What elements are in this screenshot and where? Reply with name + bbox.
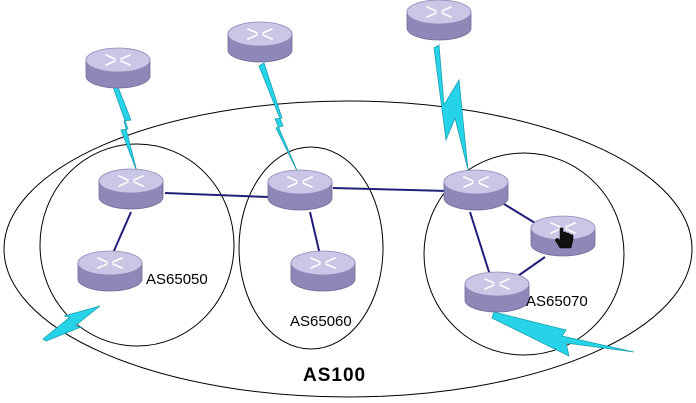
label-as65060: AS65060	[290, 313, 352, 330]
router-as65060-internal	[290, 250, 356, 292]
serial-link-as65050-lower	[42, 305, 101, 342]
as65050-boundary	[39, 143, 235, 347]
router-as65060-border	[267, 169, 333, 211]
router-external-as65070	[406, 0, 472, 41]
router-external-as65050	[85, 47, 151, 89]
link-r3-r3c	[469, 211, 491, 276]
router-external-as65060	[227, 21, 293, 63]
serial-link-as65070-external	[433, 44, 469, 171]
router-as65050-internal	[77, 250, 143, 292]
as65060-boundary	[238, 146, 384, 350]
label-as65050: AS65050	[146, 271, 208, 288]
link-r2-r2b	[309, 211, 321, 256]
link-r1-r1b	[112, 211, 132, 254]
link-r1-r2	[164, 192, 269, 198]
serial-links	[42, 44, 635, 357]
label-as100: AS100	[303, 365, 366, 386]
as65070-boundary	[423, 152, 625, 356]
serial-link-as65060-external	[258, 62, 300, 176]
router-as65070-lower	[464, 271, 530, 313]
serial-link-as65070-lower	[491, 311, 635, 357]
label-as65070: AS65070	[526, 293, 588, 310]
lan-links	[112, 187, 546, 279]
hand-cursor-icon	[554, 227, 574, 249]
router-as65050-border	[98, 168, 164, 210]
serial-link-as65050-external	[111, 81, 138, 173]
router-as65070-border	[443, 169, 509, 211]
link-r2-r3	[332, 187, 449, 192]
as100-boundary	[3, 100, 693, 398]
link-r3b-r3c	[514, 256, 546, 279]
link-r3-r3b	[503, 203, 541, 227]
